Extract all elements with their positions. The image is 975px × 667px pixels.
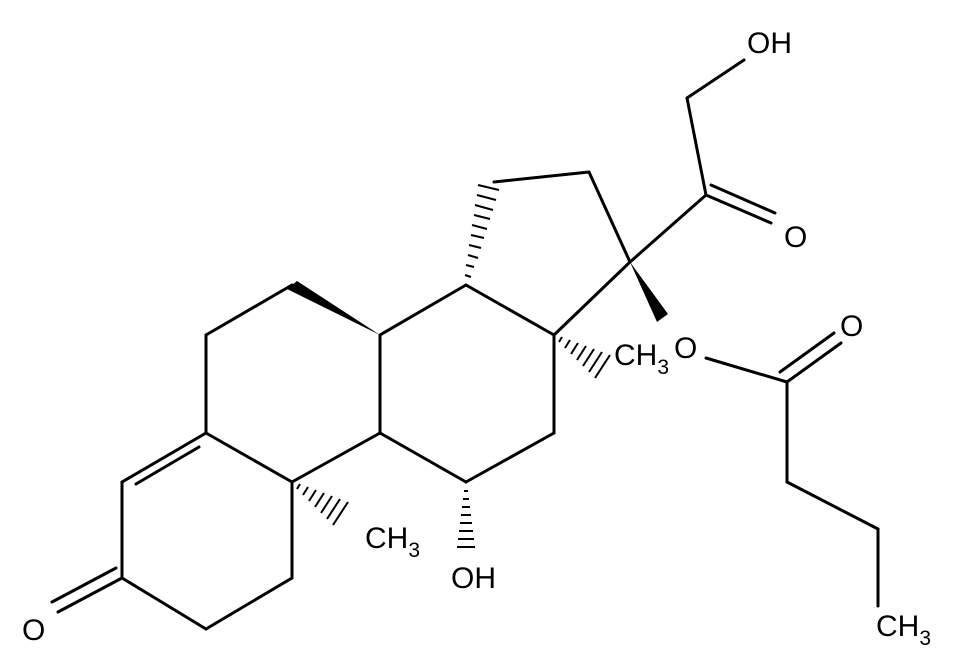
bond-c15-c16 xyxy=(492,170,591,184)
wedge-c8-h xyxy=(287,281,380,335)
label-o-ester: O xyxy=(674,332,697,365)
bond-c3-c2 xyxy=(120,576,208,631)
label-ch3-terminal: CH3 xyxy=(876,610,931,650)
bond-c3-o-a xyxy=(56,576,124,614)
bond-c4-c5-inner xyxy=(134,445,201,486)
wedge-bonds xyxy=(287,262,668,335)
bond-ester-o-b xyxy=(778,331,836,374)
bond-c2-c1 xyxy=(204,576,294,631)
double-bonds xyxy=(50,183,843,614)
bond-c6-c7 xyxy=(204,283,294,337)
hashed-bonds xyxy=(296,184,611,548)
bond-c16-c17 xyxy=(587,170,632,264)
wedge-c17-o xyxy=(630,262,668,322)
atom-labels: OH O O O CH3 CH3 OH O CH3 xyxy=(22,27,931,650)
label-o-ketone-side: O xyxy=(784,221,807,254)
bond-c20-o-b xyxy=(709,183,777,215)
hash-c11-oh xyxy=(457,490,475,548)
bond-o-ester-carbonyl xyxy=(704,356,789,384)
bond-c21-oh xyxy=(685,58,746,100)
bond-c14-c13 xyxy=(464,283,556,337)
bond-c8-c14 xyxy=(378,283,468,337)
bond-c20-o-a xyxy=(704,193,773,225)
label-oh-c11: OH xyxy=(451,562,496,595)
hash-c13-methyl xyxy=(558,336,611,379)
bond-c4-c5-outer xyxy=(120,431,208,484)
bond-c17-c20 xyxy=(628,193,708,264)
label-ch3-c13: CH3 xyxy=(614,339,669,379)
bond-c3-o-b xyxy=(50,566,118,604)
single-bonds xyxy=(120,58,880,631)
bond-ca-cb xyxy=(785,480,880,531)
bond-c12-c11 xyxy=(464,431,556,484)
bond-c20-c21 xyxy=(685,96,708,197)
bond-c11-c9 xyxy=(378,431,468,484)
bond-c10-c5 xyxy=(204,431,294,484)
bond-c9-c10 xyxy=(290,431,382,484)
label-o-ester-carbonyl: O xyxy=(840,310,863,343)
hash-c14-h xyxy=(464,184,500,278)
label-oh-top: OH xyxy=(747,27,792,60)
label-ch3-c10: CH3 xyxy=(365,522,420,562)
bond-c17-c13 xyxy=(552,260,632,337)
hash-c10-methyl xyxy=(296,483,349,526)
label-o-c3: O xyxy=(22,614,45,647)
bond-ester-o-a xyxy=(785,341,843,384)
